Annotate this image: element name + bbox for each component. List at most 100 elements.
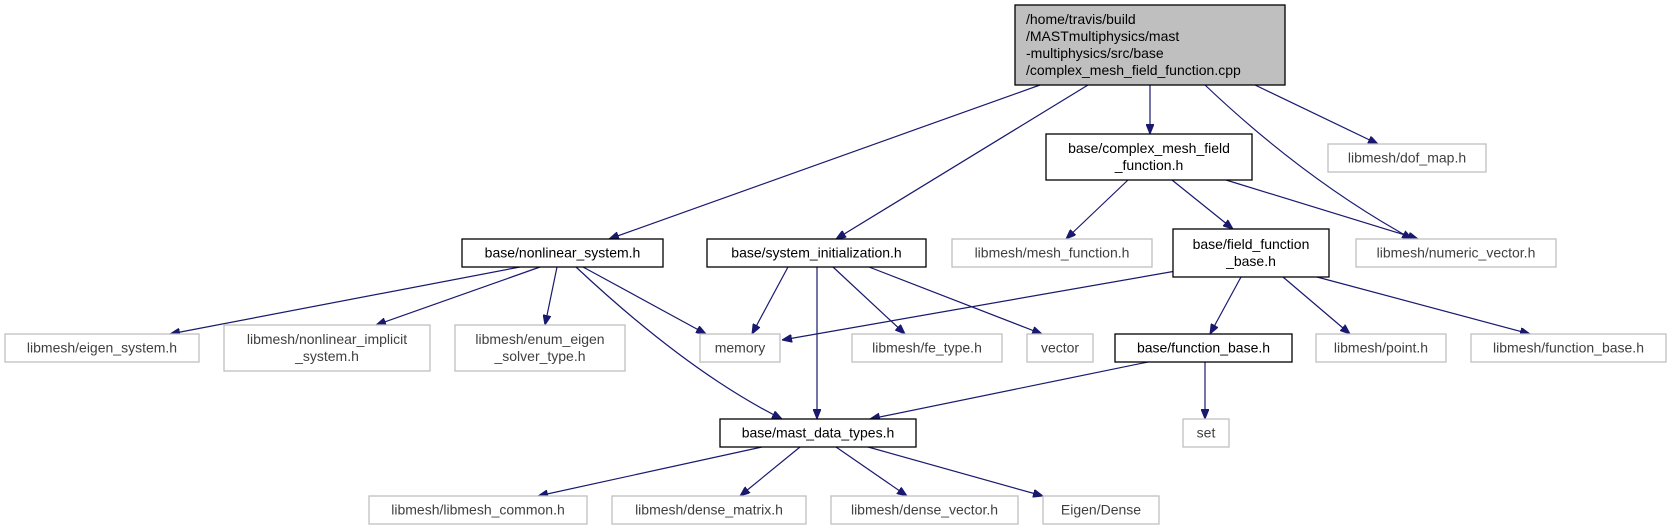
edge-system_init-to-vector xyxy=(868,266,1042,334)
node-box xyxy=(951,238,1153,268)
node-label-line: _base.h xyxy=(1225,253,1276,269)
node-box xyxy=(223,324,431,372)
node-label-line: _solver_type.h xyxy=(493,348,585,364)
node-nonlinear-system[interactable]: base/nonlinear_system.h xyxy=(461,238,664,268)
edge-nonlinear_system-to-memory xyxy=(582,266,706,334)
node-lm-function-base: libmesh/function_base.h xyxy=(1470,333,1667,363)
node-box xyxy=(1026,333,1094,363)
node-box xyxy=(830,495,1019,525)
node-label-line: base/complex_mesh_field xyxy=(1068,140,1230,156)
node-box xyxy=(1470,333,1667,363)
node-box xyxy=(611,495,807,525)
node-box xyxy=(1042,495,1160,525)
node-label-line: libmesh/enum_eigen xyxy=(475,331,604,347)
node-label-line: base/mast_data_types.h xyxy=(742,425,895,441)
node-label-line: _system.h xyxy=(294,348,359,364)
edge-cmff_h-to-numeric_vector xyxy=(1225,179,1418,239)
node-box xyxy=(851,333,1003,363)
node-box xyxy=(1315,333,1447,363)
edge-root-to-system_init xyxy=(836,84,1089,239)
node-box xyxy=(368,495,588,525)
node-label-line: base/system_initialization.h xyxy=(731,245,901,261)
node-box xyxy=(699,333,781,363)
node-cmff-h[interactable]: base/complex_mesh_field_function.h xyxy=(1045,133,1253,181)
node-libmesh-common: libmesh/libmesh_common.h xyxy=(368,495,588,525)
node-label-line: libmesh/fe_type.h xyxy=(872,340,982,356)
node-enum-eigen: libmesh/enum_eigen_solver_type.h xyxy=(454,324,626,372)
node-dof-map: libmesh/dof_map.h xyxy=(1327,143,1487,173)
node-box xyxy=(706,238,927,268)
node-label-line: /MASTmultiphysics/mast xyxy=(1026,28,1179,44)
edge-function_base-to-mast_data_types xyxy=(870,361,1149,419)
edge-root-to-dof_map xyxy=(1254,84,1378,144)
node-label-line: libmesh/libmesh_common.h xyxy=(391,502,565,518)
node-numeric-vector: libmesh/numeric_vector.h xyxy=(1355,238,1557,268)
node-root[interactable]: /home/travis/build/MASTmultiphysics/mast… xyxy=(1014,4,1286,86)
node-box xyxy=(1327,143,1487,173)
edge-ffb-to-lm_function_base xyxy=(1316,276,1530,334)
node-label-line: libmesh/point.h xyxy=(1334,340,1428,356)
node-label-line: /home/travis/build xyxy=(1026,11,1136,27)
edge-nonlinear_system-to-eigen_system xyxy=(170,266,521,334)
node-label-line: base/field_function xyxy=(1193,236,1310,252)
node-label-line: -multiphysics/src/base xyxy=(1026,45,1164,61)
edge-root-to-numeric_vector xyxy=(1204,84,1412,239)
node-label-line: base/nonlinear_system.h xyxy=(485,245,641,261)
node-system-init[interactable]: base/system_initialization.h xyxy=(706,238,927,268)
node-box xyxy=(1045,133,1253,181)
node-box xyxy=(719,418,917,448)
edge-ffb-to-memory xyxy=(782,270,1177,340)
edge-cmff_h-to-ffb xyxy=(1171,179,1233,229)
node-box xyxy=(1172,228,1330,278)
node-point: libmesh/point.h xyxy=(1315,333,1447,363)
node-label-line: Eigen/Dense xyxy=(1061,502,1141,518)
node-dense-vector: libmesh/dense_vector.h xyxy=(830,495,1019,525)
node-nl-implicit: libmesh/nonlinear_implicit_system.h xyxy=(223,324,431,372)
edge-nonlinear_system-to-mast_data_types xyxy=(575,266,782,419)
edge-cmff_h-to-mesh_function xyxy=(1066,179,1129,239)
node-mesh-function: libmesh/mesh_function.h xyxy=(951,238,1153,268)
node-label-line: libmesh/mesh_function.h xyxy=(975,245,1130,261)
edge-nonlinear_system-to-nl_implicit xyxy=(376,266,541,325)
node-vector: vector xyxy=(1026,333,1094,363)
node-label-line: memory xyxy=(715,340,766,356)
node-label-line: libmesh/nonlinear_implicit xyxy=(247,331,407,347)
edge-mast_data_types-to-libmesh_common xyxy=(538,446,763,496)
edge-root-to-nonlinear_system xyxy=(609,84,1041,239)
node-label-line: _function.h xyxy=(1114,157,1184,173)
node-label-line: set xyxy=(1197,425,1216,441)
node-set: set xyxy=(1182,418,1230,448)
node-box xyxy=(1355,238,1557,268)
node-box xyxy=(4,333,200,363)
node-dense-matrix: libmesh/dense_matrix.h xyxy=(611,495,807,525)
node-label-line: libmesh/dof_map.h xyxy=(1348,150,1466,166)
node-eigen-system: libmesh/eigen_system.h xyxy=(4,333,200,363)
node-label-line: libmesh/dense_matrix.h xyxy=(635,502,783,518)
node-label-line: base/function_base.h xyxy=(1137,340,1270,356)
edge-mast_data_types-to-eigen_dense xyxy=(867,446,1043,496)
edge-system_init-to-memory xyxy=(752,266,789,334)
node-memory: memory xyxy=(699,333,781,363)
node-ffb[interactable]: base/field_function_base.h xyxy=(1172,228,1330,278)
node-box xyxy=(454,324,626,372)
edge-system_init-to-fe_type xyxy=(832,266,905,334)
node-box xyxy=(1014,4,1286,86)
node-function-base[interactable]: base/function_base.h xyxy=(1114,333,1293,363)
node-mast-data-types[interactable]: base/mast_data_types.h xyxy=(719,418,917,448)
node-label-line: libmesh/eigen_system.h xyxy=(27,340,177,356)
node-eigen-dense: Eigen/Dense xyxy=(1042,495,1160,525)
edge-mast_data_types-to-dense_matrix xyxy=(740,446,801,496)
edge-mast_data_types-to-dense_vector xyxy=(835,446,907,496)
node-label-line: libmesh/function_base.h xyxy=(1493,340,1644,356)
edge-ffb-to-function_base xyxy=(1210,276,1242,334)
nodes-layer: /home/travis/build/MASTmultiphysics/mast… xyxy=(4,4,1667,525)
node-label-line: libmesh/dense_vector.h xyxy=(851,502,998,518)
node-box xyxy=(1182,418,1230,448)
node-label-line: /complex_mesh_field_function.cpp xyxy=(1026,62,1241,78)
node-box xyxy=(1114,333,1293,363)
edges-layer xyxy=(170,84,1530,496)
edge-nonlinear_system-to-enum_eigen xyxy=(545,266,558,325)
node-fe-type: libmesh/fe_type.h xyxy=(851,333,1003,363)
node-label-line: libmesh/numeric_vector.h xyxy=(1377,245,1536,261)
